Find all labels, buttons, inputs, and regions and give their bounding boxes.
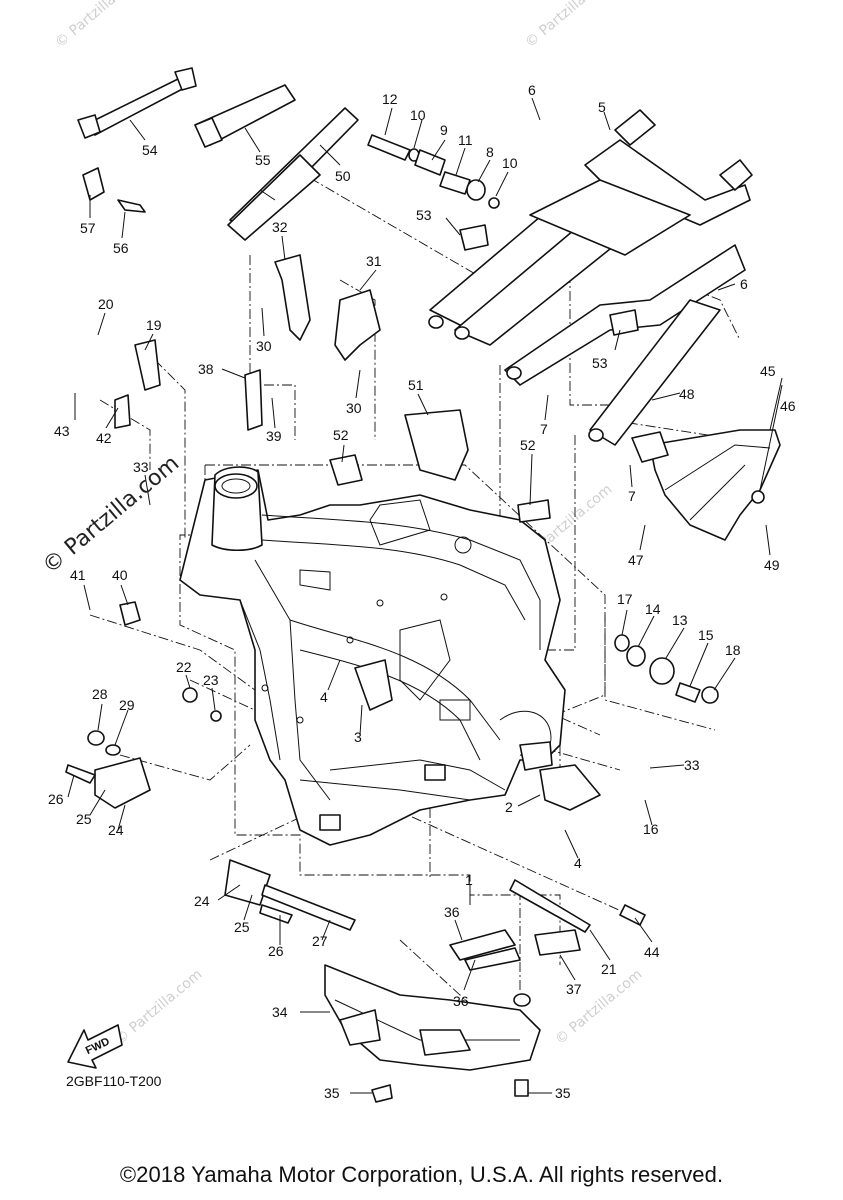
callout-53: 53 xyxy=(416,207,432,223)
callout-7: 7 xyxy=(628,488,636,504)
callout-6: 6 xyxy=(740,276,748,292)
callout-41: 41 xyxy=(70,567,86,583)
pivot-hardware xyxy=(367,134,500,209)
callout-38: 38 xyxy=(198,361,214,377)
callout-44: 44 xyxy=(644,944,660,960)
callout-4: 4 xyxy=(320,689,328,705)
callout-25: 25 xyxy=(76,811,92,827)
callout-6: 6 xyxy=(528,82,536,98)
callout-20: 20 xyxy=(98,296,114,312)
callout-11: 11 xyxy=(458,132,473,148)
callout-52: 52 xyxy=(520,437,536,453)
callout-27: 27 xyxy=(312,933,328,949)
callout-24: 24 xyxy=(194,893,210,909)
callout-36: 36 xyxy=(453,993,469,1009)
copyright-notice: ©2018 Yamaha Motor Corporation, U.S.A. A… xyxy=(119,1162,724,1187)
watermark-faint: © Partzilla.com xyxy=(552,966,645,1048)
callout-23: 23 xyxy=(203,672,219,688)
callout-13: 13 xyxy=(672,612,688,628)
callout-21: 21 xyxy=(601,961,617,977)
diagram-code: 2GBF110-T200 xyxy=(66,1073,162,1089)
callout-30: 30 xyxy=(346,400,362,416)
callout-29: 29 xyxy=(119,697,135,713)
side-cover-assembly xyxy=(631,429,781,541)
callout-43: 43 xyxy=(54,423,70,439)
skid-plate xyxy=(324,929,581,1103)
callout-55: 55 xyxy=(255,152,271,168)
watermark-faint: © Partzilla.com xyxy=(522,0,615,51)
callout-15: 15 xyxy=(698,627,714,643)
callout-33: 33 xyxy=(684,757,700,773)
callout-8: 8 xyxy=(486,144,494,160)
callout-31: 31 xyxy=(366,253,382,269)
callout-33: 33 xyxy=(133,459,149,475)
bracket-parts xyxy=(114,224,639,811)
callout-48: 48 xyxy=(679,386,695,402)
callout-26: 26 xyxy=(268,943,284,959)
callout-16: 16 xyxy=(643,821,659,837)
callout-50: 50 xyxy=(335,168,351,184)
callout-17: 17 xyxy=(617,591,633,607)
rear-subframe xyxy=(428,109,753,446)
spacer-parts xyxy=(614,634,719,704)
callout-51: 51 xyxy=(408,377,424,393)
callout-10: 10 xyxy=(502,155,518,171)
callout-36: 36 xyxy=(444,904,460,920)
callout-30: 30 xyxy=(256,338,272,354)
callout-7: 7 xyxy=(540,421,548,437)
callout-28: 28 xyxy=(92,686,108,702)
callout-9: 9 xyxy=(440,122,448,138)
watermark-faint: © Partzilla.com xyxy=(112,966,205,1048)
callout-22: 22 xyxy=(176,659,192,675)
callout-25: 25 xyxy=(234,919,250,935)
leader-lines xyxy=(67,97,783,1094)
callout-4: 4 xyxy=(574,855,582,871)
callout-24: 24 xyxy=(108,822,124,838)
callout-47: 47 xyxy=(628,552,644,568)
callout-57: 57 xyxy=(80,220,96,236)
callout-39: 39 xyxy=(266,428,282,444)
engine-mount-parts xyxy=(65,687,646,933)
callout-40: 40 xyxy=(112,567,128,583)
callout-35: 35 xyxy=(555,1085,571,1101)
callout-35: 35 xyxy=(324,1085,340,1101)
callout-53: 53 xyxy=(592,355,608,371)
watermark-faint: © Partzilla.com xyxy=(52,0,145,51)
callout-34: 34 xyxy=(272,1004,288,1020)
callout-49: 49 xyxy=(764,557,780,573)
callout-37: 37 xyxy=(566,981,582,997)
callout-5: 5 xyxy=(598,99,606,115)
callout-52: 52 xyxy=(333,427,349,443)
callout-46: 46 xyxy=(780,398,796,414)
fwd-arrow-icon: FWD xyxy=(67,1024,123,1069)
callout-3: 3 xyxy=(354,729,362,745)
callout-12: 12 xyxy=(382,91,398,107)
callout-19: 19 xyxy=(146,317,162,333)
callout-10: 10 xyxy=(410,107,426,123)
callout-18: 18 xyxy=(725,642,741,658)
callout-45: 45 xyxy=(760,363,776,379)
callout-56: 56 xyxy=(113,240,129,256)
callout-42: 42 xyxy=(96,430,112,446)
callout-labels: 54 55 50 57 56 12 10 9 11 8 10 6 5 6 53 … xyxy=(48,82,796,1101)
tool-parts xyxy=(77,67,296,213)
callout-54: 54 xyxy=(142,142,158,158)
callout-2: 2 xyxy=(505,799,513,815)
callout-32: 32 xyxy=(272,219,288,235)
callout-14: 14 xyxy=(645,601,661,617)
callout-1: 1 xyxy=(465,872,473,888)
main-frame xyxy=(179,466,566,846)
chain-slider xyxy=(227,107,359,241)
callout-26: 26 xyxy=(48,791,64,807)
